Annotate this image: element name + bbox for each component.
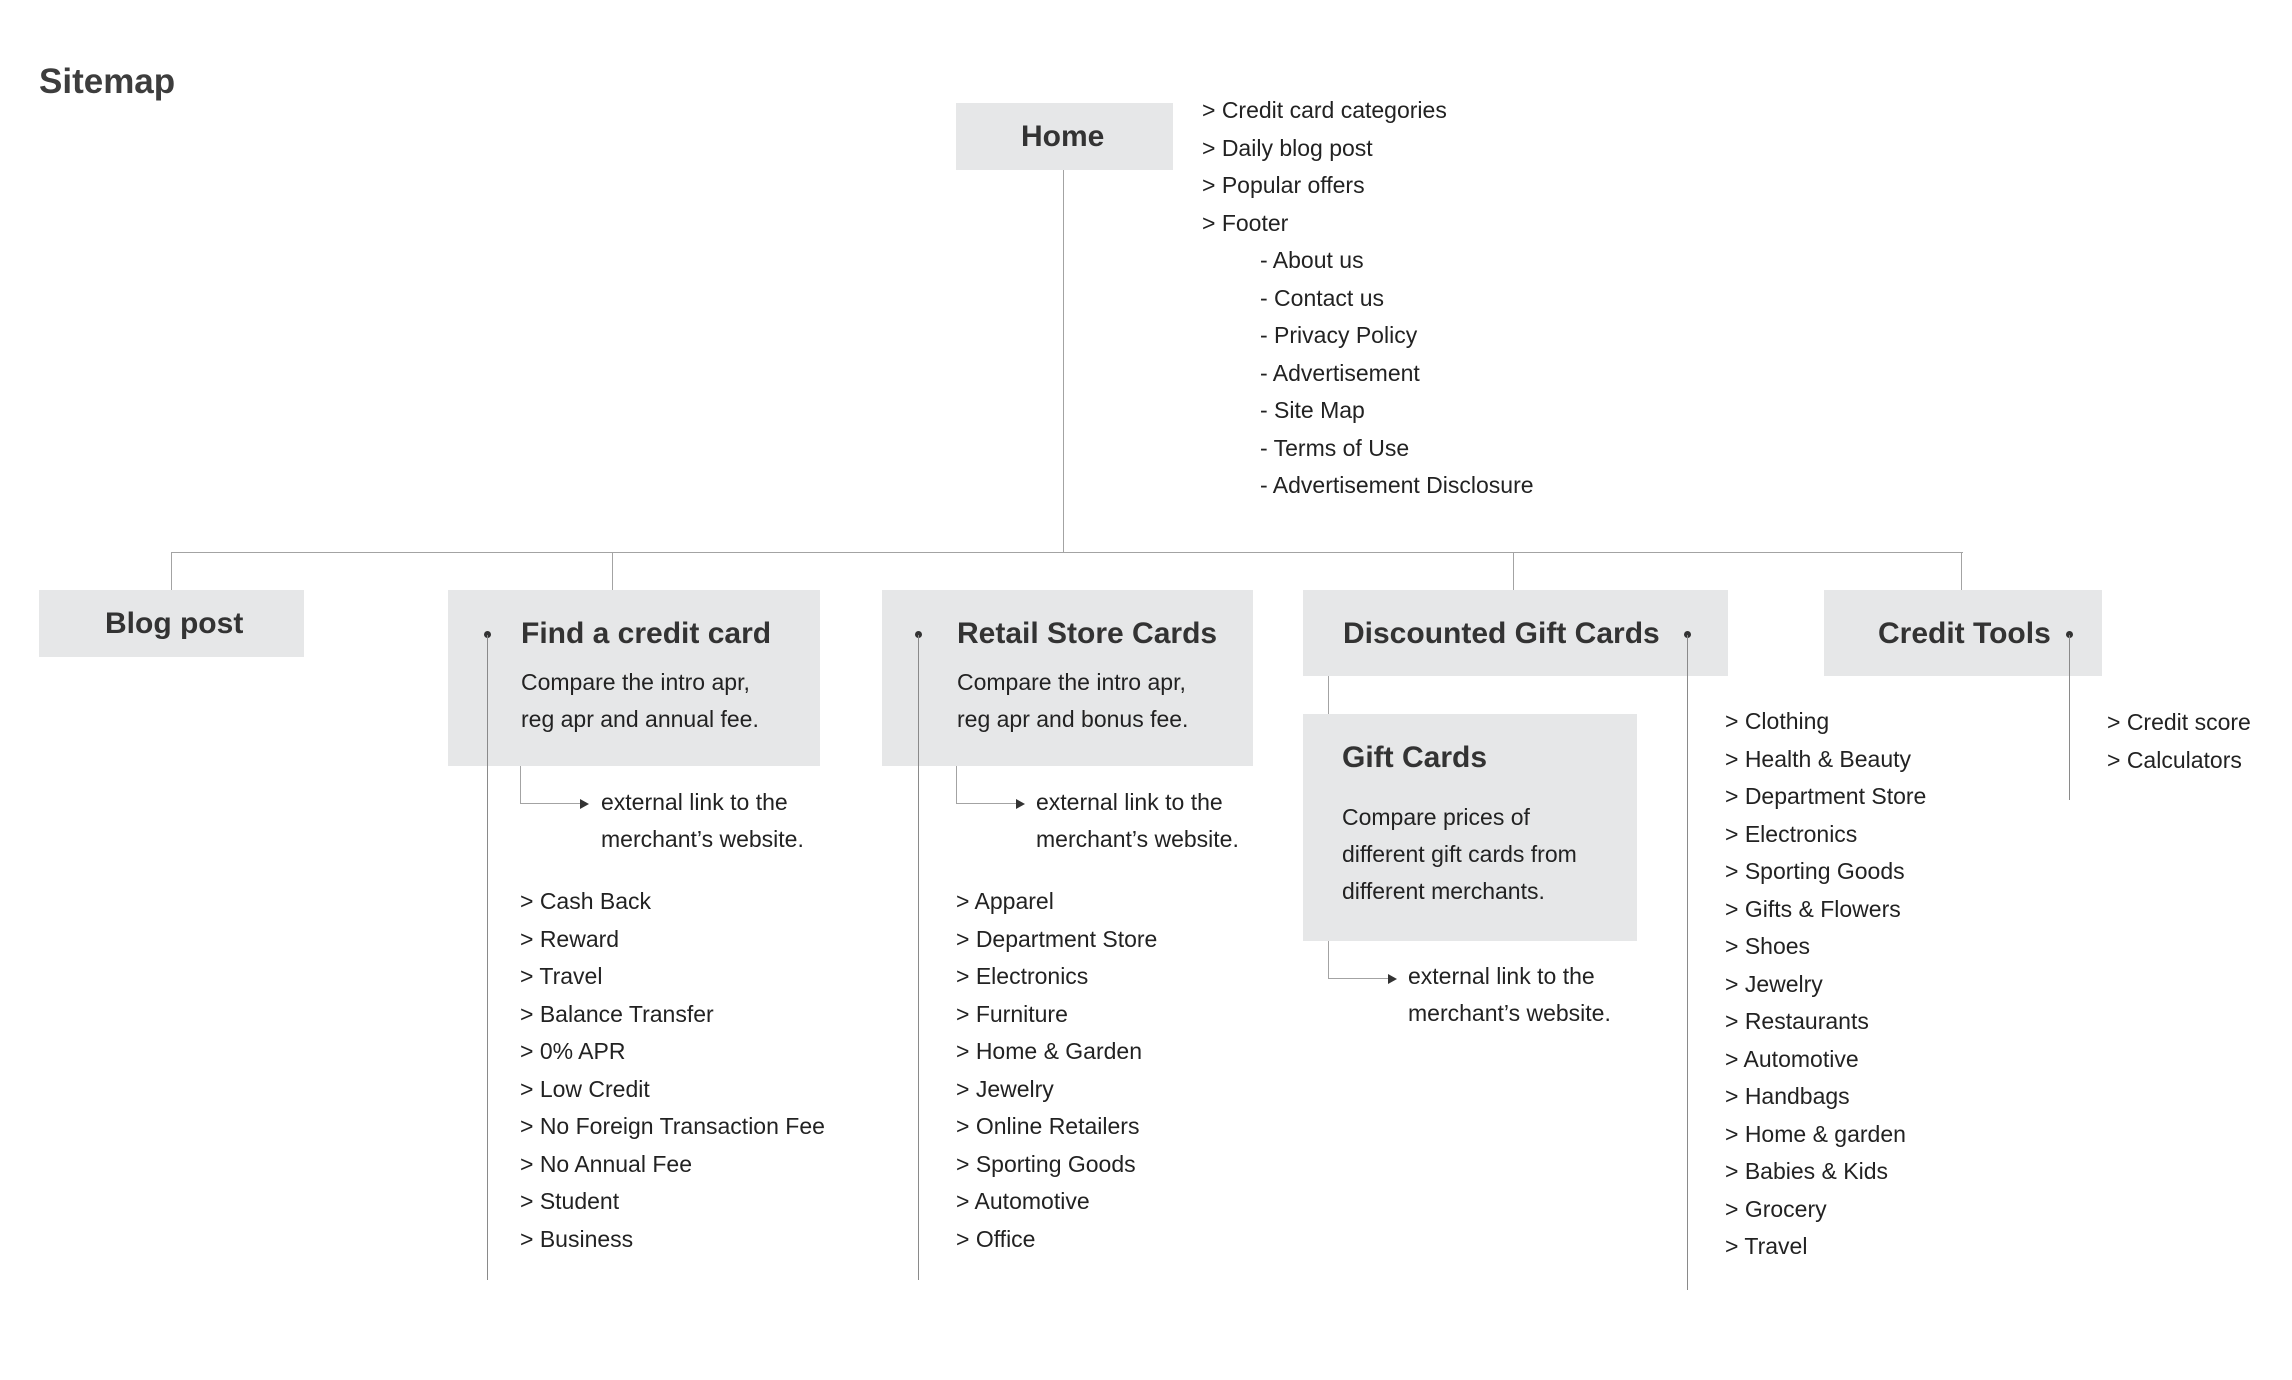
retail-cards-list-line [918,635,919,1280]
gift-cards-bullet-dot [1684,631,1691,638]
blog-branch-line [171,552,172,590]
list-item: > Department Store [1725,783,1927,809]
list-item: > Clothing [1725,708,1830,734]
retail-cards-description: Compare the intro apr, reg apr and bonus… [957,669,1189,732]
list-item: > Apparel [956,888,1054,914]
retail-cards-items-list: > Apparel > Department Store > Electroni… [956,883,1157,1258]
credit-tools-items-list: > Credit score > Calculators [2107,704,2251,779]
list-item: > Department Store [956,925,1158,952]
list-item: - About us [1260,247,1364,273]
retail-cards-link-arrow-icon [1016,799,1025,809]
home-label: Home [1021,120,1105,153]
gift-cards-sub-label: Gift Cards [1342,741,1488,774]
list-item: - Advertisement Disclosure [1260,472,1534,498]
credit-tools-list-line [2069,635,2070,800]
gift-cards-link-line [1328,941,1329,978]
list-item: > Student [520,1188,620,1214]
home-trunk-line [1063,170,1064,553]
list-item: > Electronics [1725,820,1858,847]
gift-cards-items-list: > Clothing > Health & Beauty > Departmen… [1725,703,1926,1266]
list-item: > Sporting Goods [1725,858,1905,884]
gift-cards-subnode[interactable]: Gift Cards Compare prices of different g… [1303,714,1637,941]
blog-post-node[interactable]: Blog post [39,590,304,657]
find-card-link-line [520,766,521,803]
footer-links-list: - About us - Contact us - Privacy Policy… [1260,242,1534,505]
page-title: Sitemap [39,62,176,101]
retail-cards-bullet-dot [915,631,922,638]
gift-cards-node[interactable]: Discounted Gift Cards [1303,590,1728,676]
list-item: > 0% APR [520,1038,626,1064]
list-item: > Jewelry [956,1075,1054,1102]
list-item: > Footer [1202,209,1289,236]
retail-cards-link-line [956,766,957,803]
credit-tools-node[interactable]: Credit Tools [1824,590,2102,676]
list-item: > Electronics [956,963,1089,989]
find-card-link-hline [520,803,580,804]
list-item: - Terms of Use [1260,434,1410,461]
tools-branch-line [1961,552,1962,590]
list-item: > Travel [1725,1233,1808,1259]
retail-cards-label: Retail Store Cards [957,617,1218,650]
list-item: > No Annual Fee [520,1150,692,1177]
list-item: > Restaurants [1725,1008,1869,1034]
retail-cards-node[interactable]: Retail Store Cards Compare the intro apr… [882,590,1253,766]
list-item: > Daily blog post [1202,134,1373,161]
find-card-branch-line [612,552,613,590]
list-item: - Advertisement [1260,359,1420,386]
list-item: > Gifts & Flowers [1725,895,1901,922]
list-item: > Home & garden [1725,1120,1906,1147]
list-item: > Shoes [1725,933,1811,959]
find-card-label: Find a credit card [521,617,772,650]
list-item: > Health & Beauty [1725,745,1912,772]
gift-cards-external-link[interactable]: external link to the merchant’s website. [1408,963,1611,1026]
list-item: > Balance Transfer [520,1000,714,1027]
list-item: > No Foreign Transaction Fee [520,1113,825,1139]
list-item: > Reward [520,925,620,952]
gift-cards-list-line [1687,635,1688,1290]
list-item: > Credit card categories [1202,97,1447,123]
list-item: > Sporting Goods [956,1150,1136,1177]
list-item: > Babies & Kids [1725,1158,1889,1184]
list-item: - Privacy Policy [1260,322,1418,348]
list-item: > Jewelry [1725,970,1823,997]
list-item: > Calculators [2107,746,2242,773]
gift-cards-link-hline [1328,978,1388,979]
list-item: > Credit score [2107,709,2251,735]
list-item: > Home & Garden [956,1038,1143,1064]
gift-cards-label: Discounted Gift Cards [1343,617,1660,650]
top-branch-line [171,552,1963,553]
list-item: > Business [520,1225,634,1252]
find-card-link-arrow-icon [580,799,589,809]
find-card-node[interactable]: Find a credit card Compare the intro apr… [448,590,820,766]
home-node[interactable]: Home [956,103,1173,170]
credit-tools-label: Credit Tools [1878,617,2051,650]
credit-tools-bullet-dot [2066,631,2073,638]
home-sections-list: > Credit card categories > Daily blog po… [1202,92,1447,242]
list-item: - Site Map [1260,397,1365,423]
list-item: > Cash Back [520,888,652,914]
list-item: > Furniture [956,1000,1068,1027]
retail-cards-external-link[interactable]: external link to the merchant’s website. [1036,789,1239,852]
find-card-list-line [487,635,488,1280]
gift-cards-description: Compare prices of different gift cards f… [1342,804,1577,904]
find-card-description: Compare the intro apr, reg apr and annua… [521,669,759,732]
list-item: > Low Credit [520,1075,650,1102]
list-item: - Contact us [1260,284,1384,311]
list-item: > Online Retailers [956,1113,1140,1139]
list-item: > Automotive [1725,1045,1859,1072]
find-card-bullet-dot [484,631,491,638]
find-card-external-link[interactable]: external link to the merchant’s website. [601,789,804,852]
list-item: > Handbags [1725,1083,1850,1109]
gift-branch-line [1513,552,1514,590]
list-item: > Office [956,1225,1036,1252]
find-card-items-list: > Cash Back > Reward > Travel > Balance … [520,883,825,1258]
list-item: > Grocery [1725,1195,1827,1222]
blog-post-label: Blog post [105,607,244,640]
gift-cards-link-arrow-icon [1388,974,1397,984]
list-item: > Travel [520,963,603,989]
gift-subnode-connector [1328,676,1329,714]
retail-cards-link-hline [956,803,1016,804]
list-item: > Automotive [956,1188,1090,1214]
list-item: > Popular offers [1202,172,1365,198]
